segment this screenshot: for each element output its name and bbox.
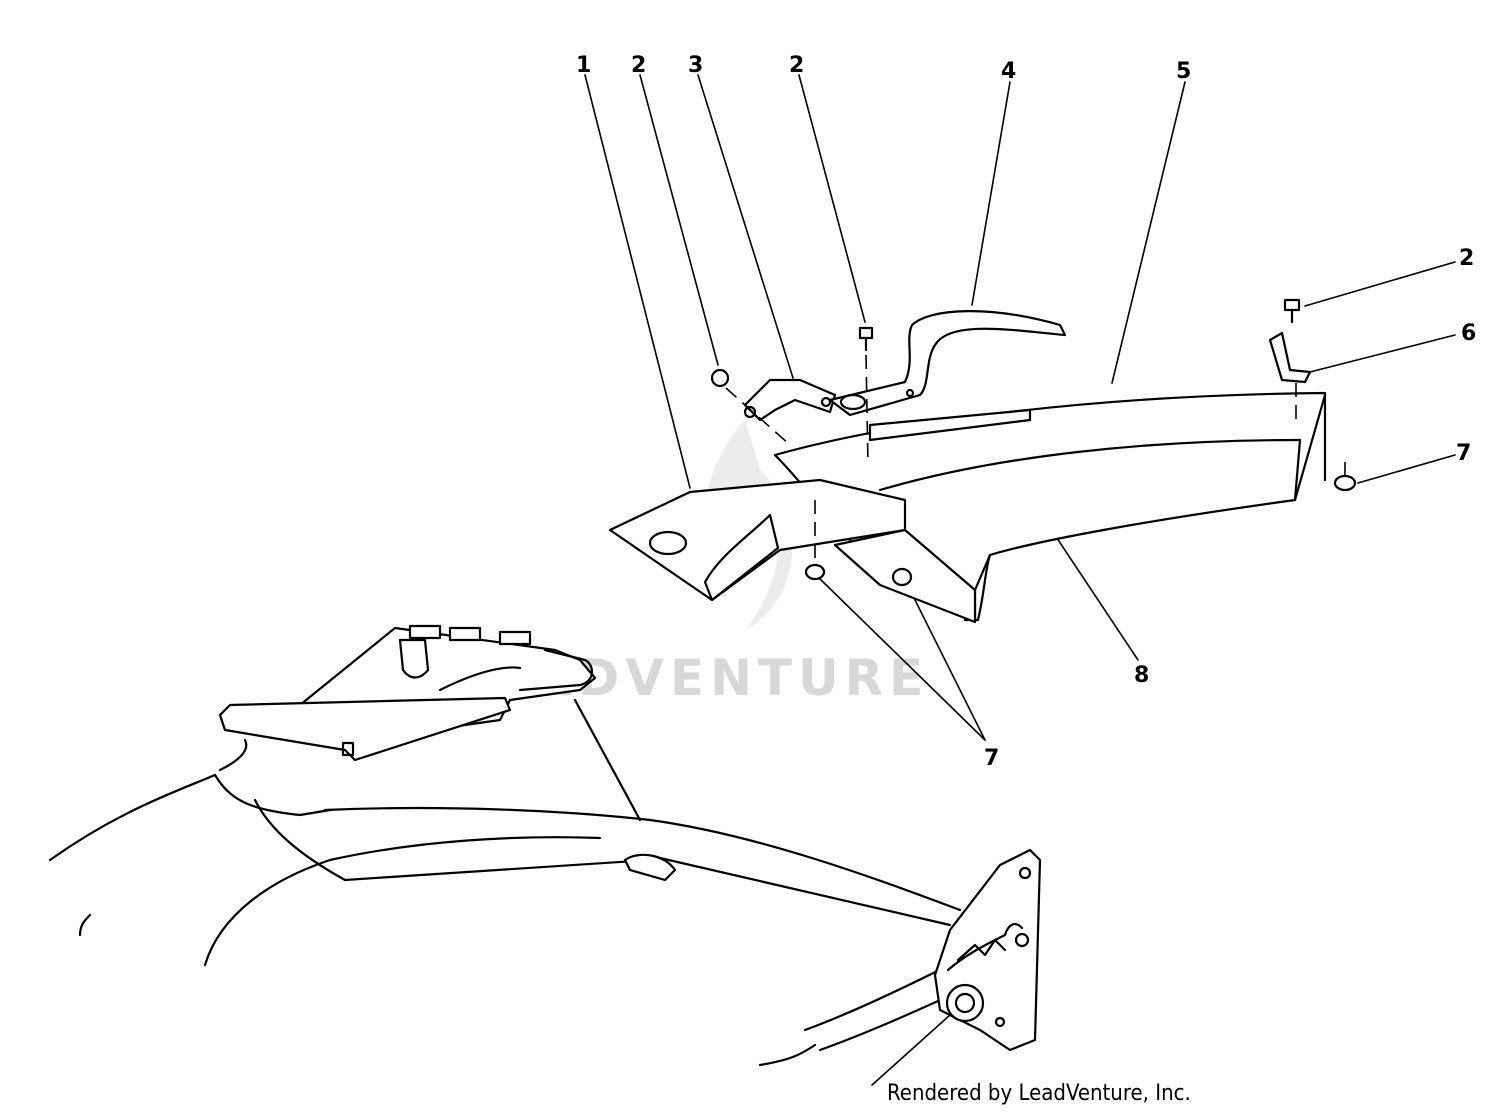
retainer-clip <box>1268 331 1312 384</box>
leader-line-7c <box>904 579 986 741</box>
screw-top <box>858 326 874 466</box>
leader-line-5 <box>1111 81 1186 384</box>
screw-right <box>1283 298 1301 420</box>
leader-line-1 <box>584 74 691 489</box>
credit-text: Rendered by LeadVenture, Inc. <box>887 1081 1191 1106</box>
leader-line-7b <box>817 576 986 741</box>
callout-2c: 2 <box>1459 246 1474 271</box>
leader-line-2b <box>798 74 866 323</box>
callout-2b: 2 <box>789 53 804 78</box>
callout-7b: 7 <box>984 746 999 771</box>
callout-3: 3 <box>688 53 703 78</box>
callout-labels: 1 2 3 2 4 5 2 6 7 8 7 <box>576 53 1476 771</box>
callout-5: 5 <box>1176 59 1191 84</box>
leader-line-3 <box>697 74 794 379</box>
callout-2a: 2 <box>631 53 646 78</box>
screw-left <box>710 368 791 446</box>
height-adjuster-plate <box>871 848 1042 1086</box>
handle-bracket <box>218 624 642 822</box>
callout-6: 6 <box>1461 321 1476 346</box>
nuts <box>804 462 1357 587</box>
callout-4: 4 <box>1001 59 1016 84</box>
mower-deck <box>48 738 1032 1067</box>
callout-1: 1 <box>576 53 591 78</box>
callout-8: 8 <box>1134 663 1149 688</box>
chute-handle <box>828 310 1067 417</box>
leader-line-2a <box>639 74 719 366</box>
deflector-bracket <box>743 378 837 422</box>
leader-line-2c <box>1304 261 1456 307</box>
callout-7a: 7 <box>1456 441 1471 466</box>
leader-line-4 <box>971 81 1011 306</box>
leader-line-6 <box>1309 334 1456 373</box>
leader-line-7a <box>1357 454 1456 484</box>
